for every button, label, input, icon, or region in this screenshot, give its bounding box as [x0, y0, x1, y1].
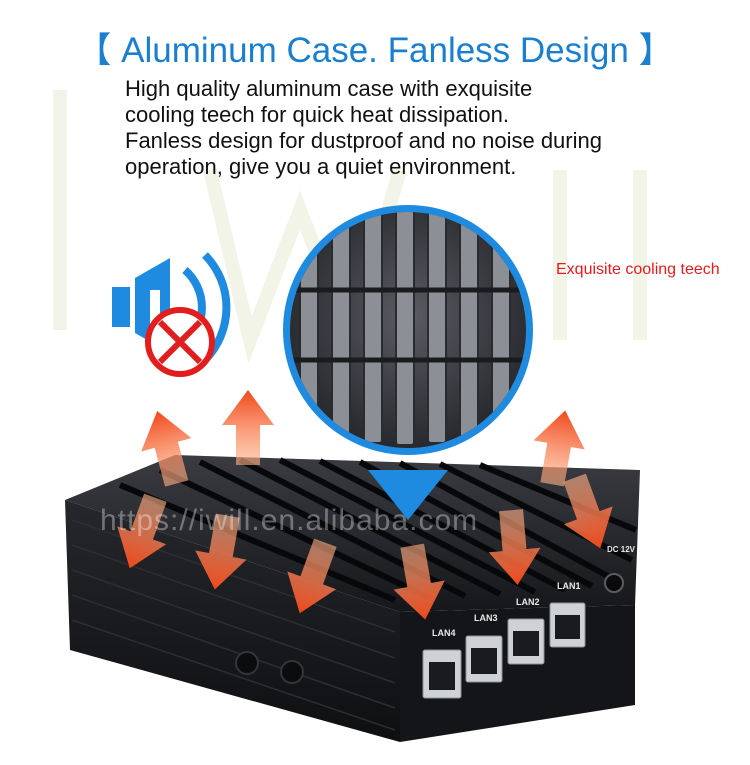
description-line: operation, give you a quiet environment. — [125, 154, 517, 179]
heat-arrow-icon — [287, 538, 337, 614]
description-line: cooling teech for quick heat dissipation… — [125, 102, 510, 127]
heat-arrows — [117, 390, 613, 620]
dc-jack — [604, 573, 624, 593]
description-line: High quality aluminum case with exquisit… — [125, 76, 533, 101]
reset-button — [280, 660, 304, 684]
lan3-label: LAN3 — [474, 613, 498, 623]
lan4-label: LAN4 — [432, 628, 456, 638]
power-button — [235, 651, 259, 675]
zoom-detail — [283, 205, 533, 520]
cooling-callout: Exquisite cooling teech — [556, 261, 720, 278]
page-title: 【 Aluminum Case. Fanless Design 】 — [76, 31, 674, 70]
heat-arrow-icon — [222, 390, 274, 465]
heat-arrow-icon — [195, 513, 247, 590]
heat-arrow-icon — [563, 473, 613, 549]
lan2-label: LAN2 — [516, 597, 540, 607]
description-line: Fanless design for dustproof and no nois… — [125, 128, 602, 153]
heat-arrow-icon — [141, 411, 192, 487]
heat-arrow-icon — [533, 410, 585, 487]
no-sound-icon — [112, 252, 231, 377]
heat-arrow-icon — [117, 493, 167, 569]
heat-arrow-icon — [488, 509, 541, 585]
power-label: DC 12V — [607, 545, 636, 554]
watermark: https://iwill.en.alibaba.com — [100, 504, 479, 537]
description-text: High quality aluminum case with exquisit… — [125, 76, 602, 180]
lan1-label: LAN1 — [557, 581, 581, 591]
heat-arrow-icon — [393, 543, 445, 620]
